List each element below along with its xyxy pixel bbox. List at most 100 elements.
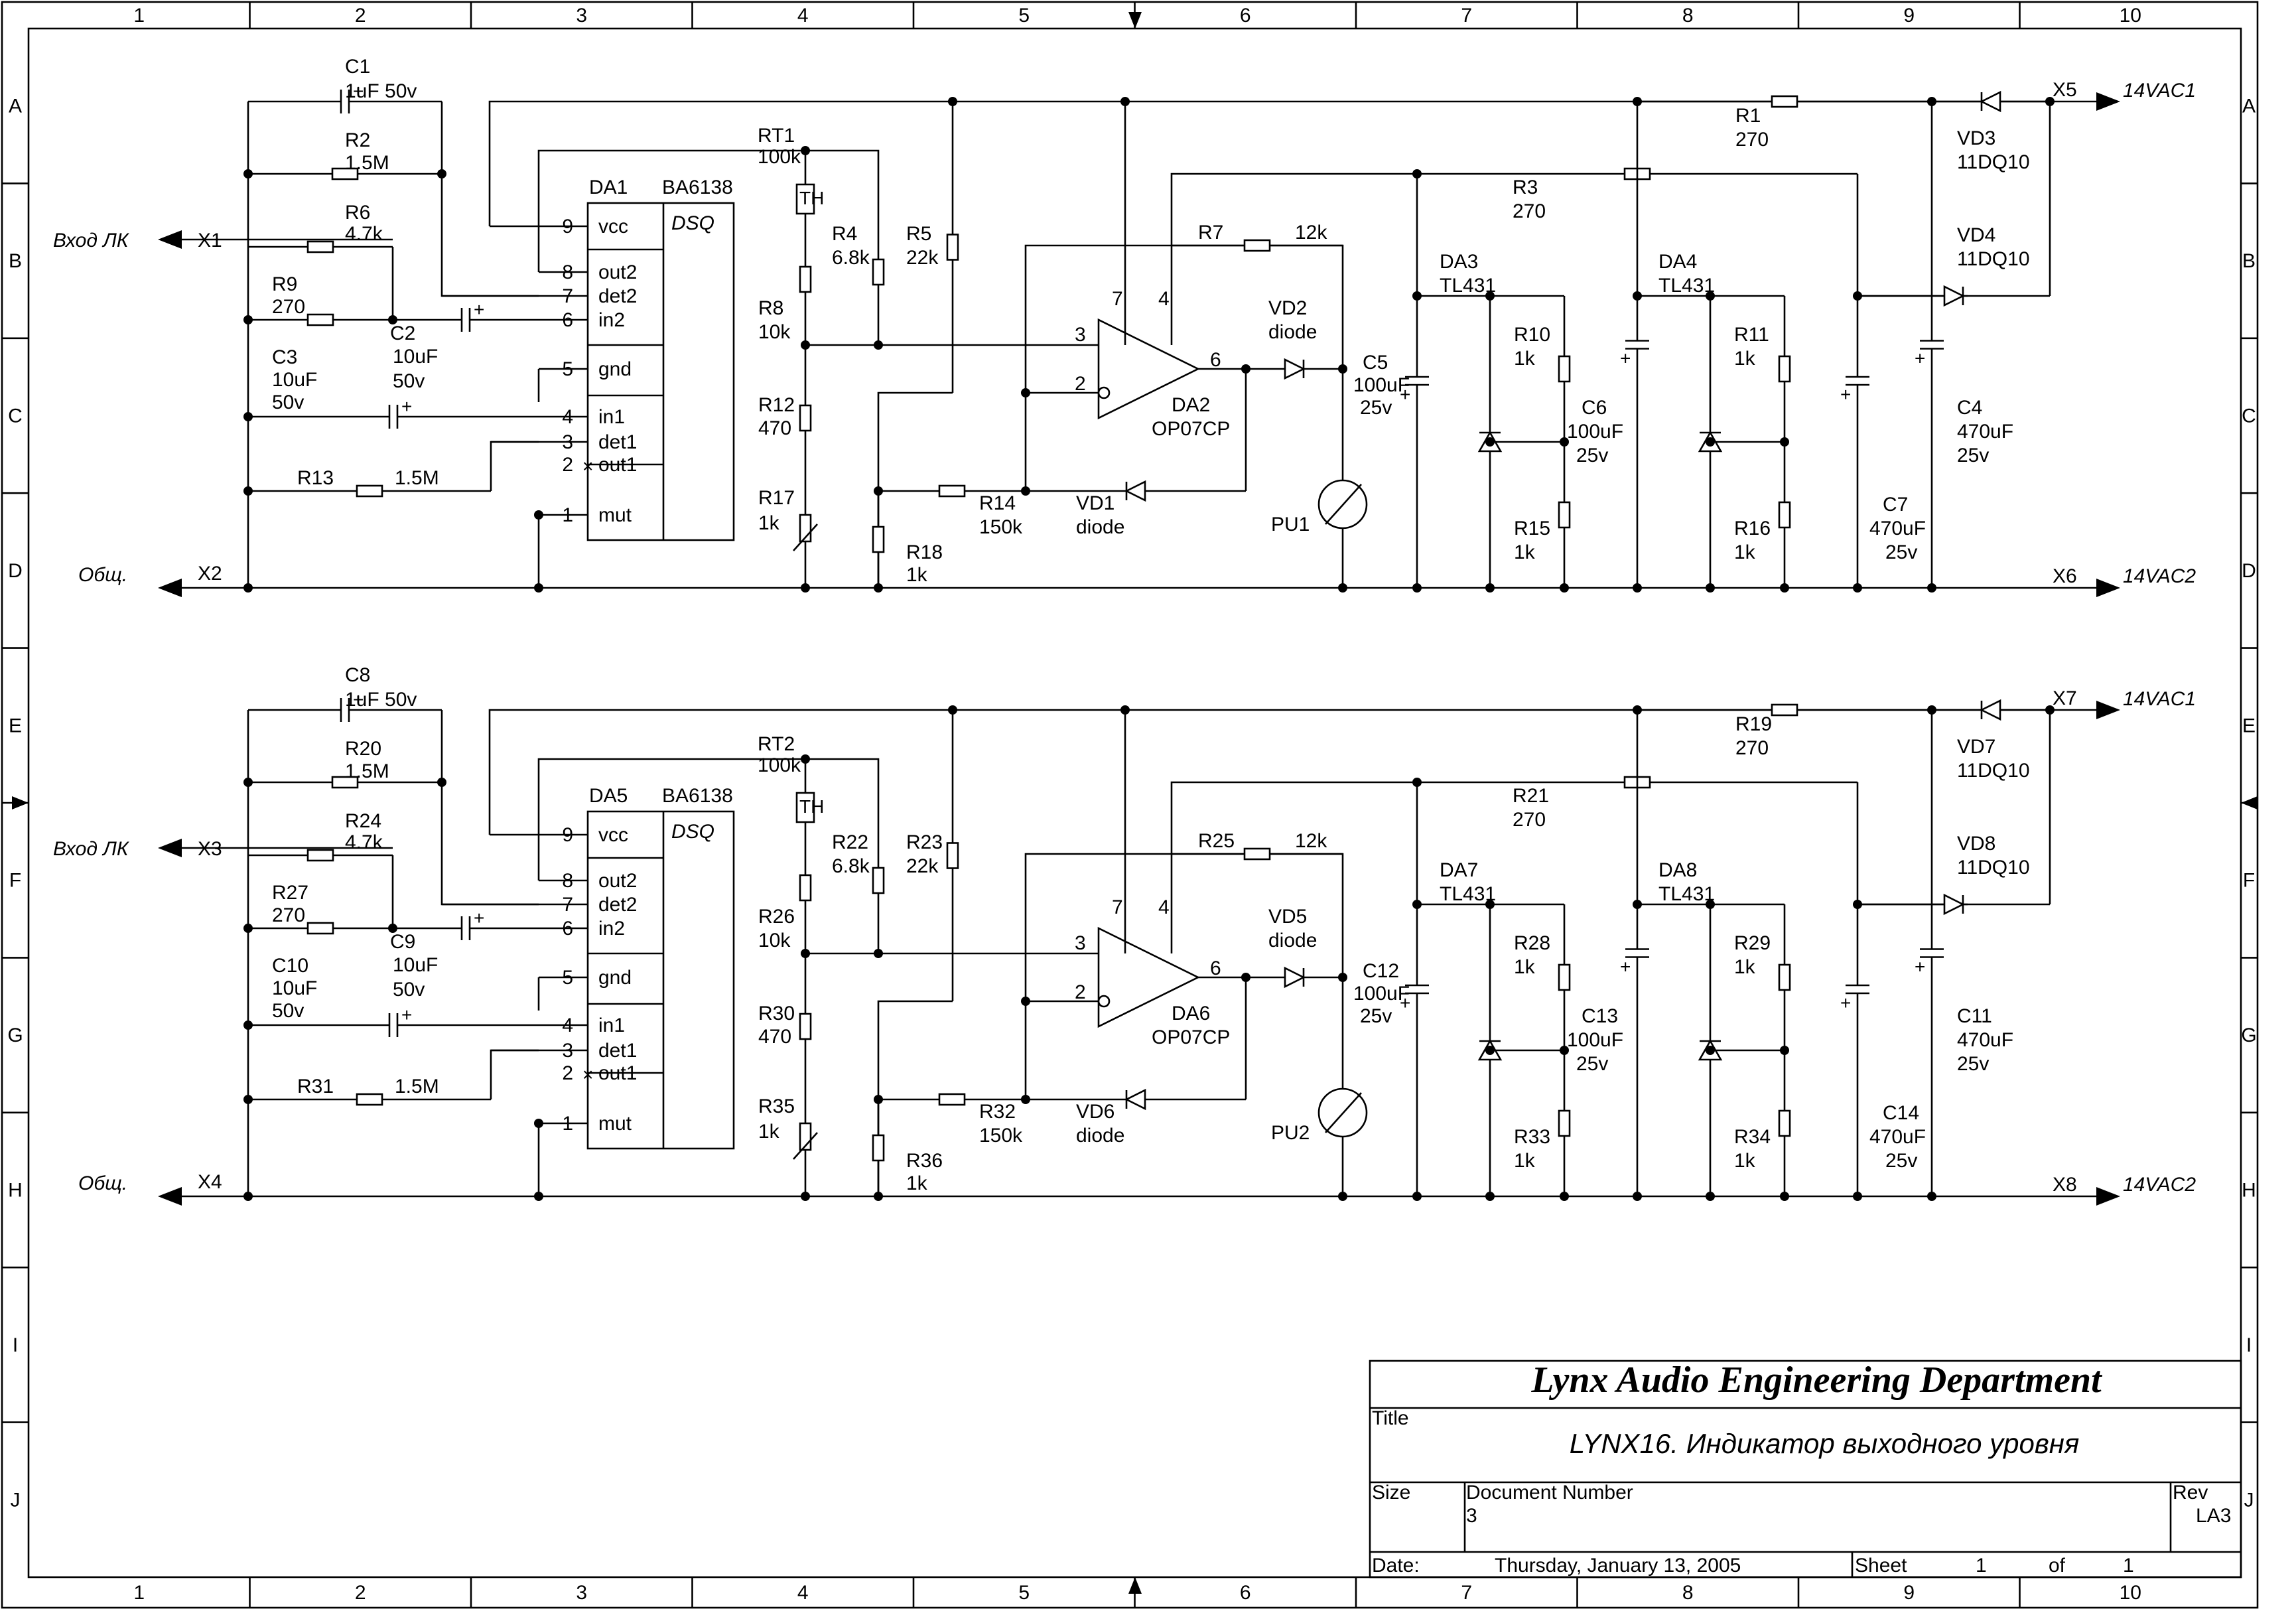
sheet-label: Sheet — [1855, 1555, 1907, 1577]
junction-dot — [1412, 900, 1422, 909]
component-ref: R35 — [758, 1095, 795, 1117]
component-value: 100uF — [1353, 983, 1410, 1005]
thermistor-mark: TH — [799, 188, 824, 208]
component-value: 10k — [758, 930, 791, 951]
pin-number: 2 — [562, 454, 573, 476]
no-connect-mark: × — [582, 1064, 593, 1085]
column-label: 6 — [1240, 5, 1251, 27]
junction-dot — [1560, 1046, 1569, 1055]
column-label: 9 — [1903, 5, 1915, 27]
connector-arrow — [2096, 701, 2120, 719]
component-value: 12k — [1295, 222, 1327, 244]
polarity-mark: + — [1915, 957, 1925, 977]
polarity-mark: + — [474, 908, 484, 928]
component-value: 1.5M — [345, 152, 389, 174]
resistor-symbol — [1558, 501, 1571, 529]
resistor-symbol — [1558, 963, 1571, 991]
junction-dot — [1633, 583, 1642, 593]
polarity-mark: + — [1840, 384, 1851, 405]
resistor-symbol — [1558, 1109, 1571, 1137]
component-value: 25v — [1360, 1005, 1392, 1027]
ic-tag: DSQ — [671, 212, 714, 234]
junction-dot — [801, 583, 810, 593]
junction-dot — [1780, 437, 1789, 447]
row-label: A — [2242, 96, 2256, 117]
junction-dot — [874, 583, 883, 593]
connector-ref: X6 — [2053, 565, 2077, 587]
wire — [488, 709, 2050, 835]
row-label: H — [2242, 1180, 2256, 1202]
diode-symbol — [1943, 893, 1965, 916]
pin-name: out2 — [598, 870, 637, 892]
component-value: 50v — [272, 391, 304, 413]
component-ref: R18 — [906, 541, 943, 563]
column-label: 10 — [2120, 1582, 2141, 1604]
junction-dot — [243, 583, 253, 593]
component-ref: R12 — [758, 394, 795, 416]
ic-body — [586, 202, 735, 541]
component-value: 270 — [1513, 809, 1546, 831]
resistor-symbol — [1778, 501, 1791, 529]
component-value: diode — [1268, 930, 1317, 951]
resistor-symbol — [872, 867, 885, 894]
pin-number: 6 — [1210, 957, 1221, 979]
component-ref: R16 — [1734, 518, 1771, 539]
diode-symbol — [1943, 285, 1965, 307]
resistor-symbol — [1771, 95, 1798, 108]
row-label: D — [8, 560, 23, 582]
resistor-symbol — [331, 167, 359, 180]
component-ref: C4 — [1957, 397, 1982, 419]
component-value: 4.7k — [345, 831, 383, 853]
component-ref: R29 — [1734, 932, 1771, 954]
component-value: 25v — [1576, 1053, 1608, 1075]
component-value: 1k — [1514, 956, 1536, 978]
component-value: 25v — [1360, 397, 1392, 419]
polarity-mark: + — [1915, 348, 1925, 369]
component-ref: C9 — [390, 931, 415, 953]
trimmer-arrow — [793, 1132, 818, 1160]
component-ref: C10 — [272, 955, 308, 977]
component-ref: R26 — [758, 906, 795, 928]
component-value: 10uF — [272, 369, 317, 391]
component-value: 25v — [1885, 1150, 1917, 1172]
ic-body — [586, 810, 735, 1150]
center-mark — [2241, 796, 2258, 809]
rev-label: Rev — [2173, 1482, 2208, 1504]
component-value: diode — [1268, 321, 1317, 343]
wire — [537, 758, 880, 880]
junction-dot — [1706, 291, 1715, 301]
pin-name: gnd — [598, 967, 632, 989]
component-ref: C6 — [1582, 397, 1607, 419]
component-value: 470uF — [1957, 421, 2013, 443]
center-mark — [1128, 12, 1142, 29]
component-ref: R1 — [1735, 105, 1761, 127]
row-label: I — [2246, 1334, 2252, 1356]
component-ref: R22 — [832, 831, 868, 853]
connector-ref: X5 — [2053, 79, 2077, 101]
column-label: 4 — [797, 1582, 809, 1604]
component-value: 11DQ10 — [1957, 857, 2030, 878]
component-ref: C2 — [390, 322, 415, 344]
component-value: 1.5M — [345, 760, 389, 782]
power-label: 14VAC2 — [2123, 565, 2196, 587]
component-value: 100k — [758, 754, 801, 776]
pin-name: det1 — [598, 1040, 637, 1062]
junction-dot — [534, 1192, 543, 1201]
component-value: 12k — [1295, 830, 1327, 852]
center-mark — [12, 796, 29, 809]
component-value: 1k — [1514, 541, 1536, 563]
polarity-mark: + — [1620, 348, 1631, 369]
row-label: F — [2243, 870, 2255, 892]
junction-dot — [437, 169, 446, 178]
junction-dot — [948, 705, 957, 715]
component-value: TL431 — [1658, 275, 1715, 297]
row-label: J — [11, 1489, 21, 1511]
component-ref: C1 — [345, 56, 370, 78]
pin-name: out2 — [598, 261, 637, 283]
component-ref: R25 — [1198, 830, 1235, 852]
column-label: 4 — [797, 5, 809, 27]
component-value: 11DQ10 — [1957, 760, 2030, 782]
wire — [1170, 781, 1417, 953]
component-value: 1k — [758, 1121, 780, 1143]
